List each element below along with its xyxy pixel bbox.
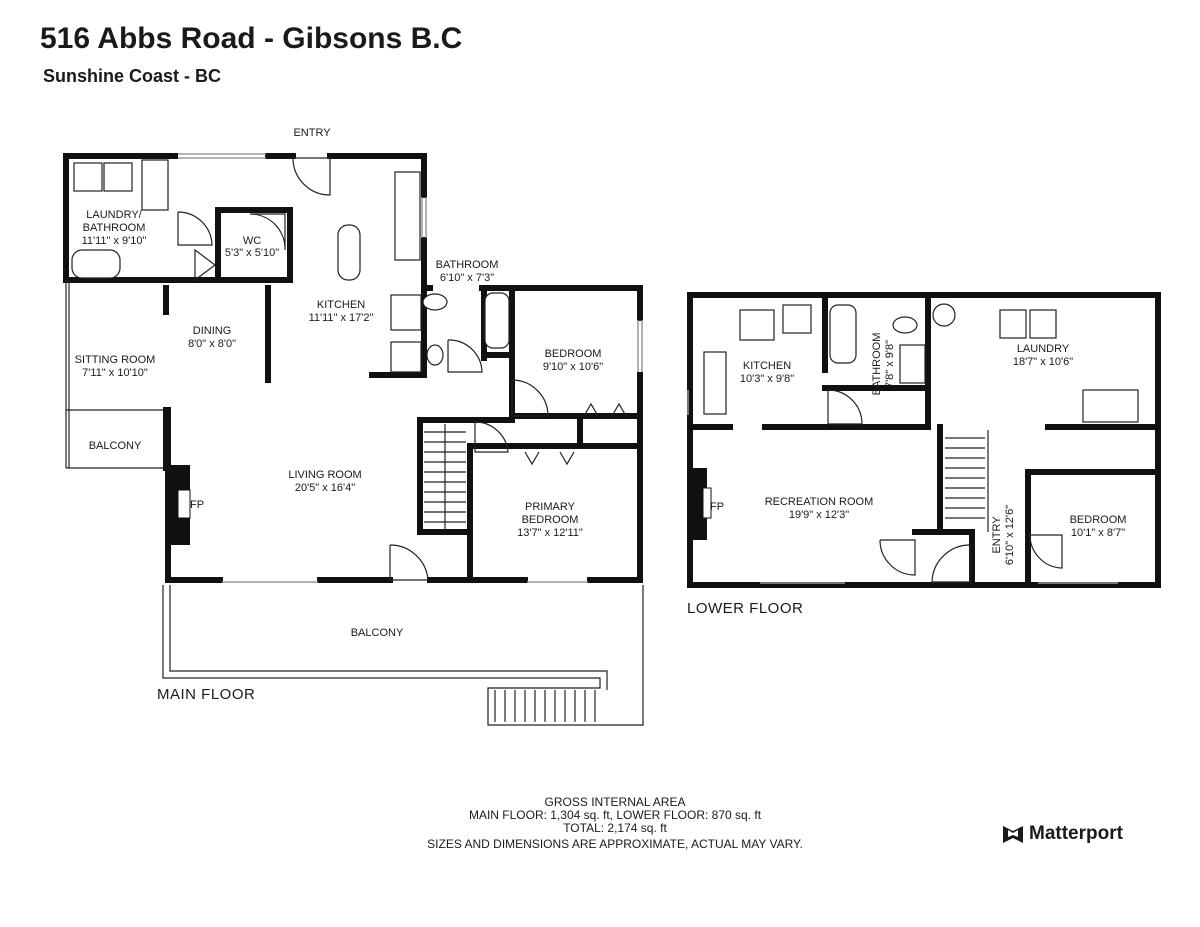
room-size-bedroom: 9'10" x 10'6"	[543, 361, 603, 373]
room-name-laundry-bathroom-1: LAUNDRY/	[86, 209, 142, 221]
matterport-logo: Matterport	[1002, 823, 1123, 845]
lower-room-size-kitchen: 10'3" x 9'8"	[740, 373, 794, 385]
room-name-balcony-small: BALCONY	[89, 440, 142, 452]
lower-room-size-bathroom: 7'8" x 9'8"	[884, 340, 896, 388]
room-size-sitting-room: 7'11" x 10'10"	[82, 367, 148, 379]
lower-floor-label: LOWER FLOOR	[687, 600, 803, 617]
lower-fireplace-label: FP	[710, 501, 724, 513]
room-name-living-room: LIVING ROOM	[288, 469, 361, 481]
main-entry-label: ENTRY	[293, 127, 331, 139]
room-size-dining: 8'0" x 8'0"	[188, 338, 236, 350]
room-size-laundry-bathroom: 11'11" x 9'10"	[82, 235, 147, 247]
brand-name: Matterport	[1029, 823, 1123, 844]
lower-room-size-recreation: 19'9" x 12'3"	[789, 509, 849, 521]
room-name-primary-bedroom-1: PRIMARY	[525, 501, 576, 513]
room-name-dining: DINING	[193, 325, 232, 337]
disclaimer-text: SIZES AND DIMENSIONS ARE APPROXIMATE, AC…	[427, 837, 803, 851]
room-size-primary-bedroom: 13'7" x 12'11"	[517, 527, 583, 539]
room-name-wc: WC	[243, 235, 261, 247]
lower-room-size-bedroom: 10'1" x 8'7"	[1071, 527, 1125, 539]
area-total-line: TOTAL: 2,174 sq. ft	[563, 821, 667, 835]
room-size-kitchen: 11'11" x 17'2"	[309, 312, 374, 324]
room-size-wc: 5'3" x 5'10"	[225, 247, 279, 259]
page-title: 516 Abbs Road - Gibsons B.C	[40, 22, 463, 55]
area-title: GROSS INTERNAL AREA	[544, 795, 686, 809]
page-subtitle: Sunshine Coast - BC	[43, 66, 222, 86]
lower-room-name-laundry: LAUNDRY	[1017, 343, 1070, 355]
room-size-living-room: 20'5" x 16'4"	[295, 482, 355, 494]
lower-room-name-recreation: RECREATION ROOM	[765, 496, 874, 508]
lower-floor-plan	[687, 292, 1161, 588]
room-name-sitting-room: SITTING ROOM	[75, 354, 156, 366]
room-name-laundry-bathroom-2: BATHROOM	[83, 222, 146, 234]
lower-room-name-bathroom: BATHROOM	[871, 333, 883, 396]
matterport-logo-icon	[1003, 826, 1023, 843]
room-size-bathroom: 6'10" x 7'3"	[440, 272, 494, 284]
lower-room-size-laundry: 18'7" x 10'6"	[1013, 356, 1073, 368]
main-fireplace-label: FP	[190, 499, 204, 511]
room-name-kitchen: KITCHEN	[317, 299, 365, 311]
area-floors-line: MAIN FLOOR: 1,304 sq. ft, LOWER FLOOR: 8…	[468, 808, 762, 822]
room-name-bedroom: BEDROOM	[545, 348, 602, 360]
room-name-primary-bedroom-2: BEDROOM	[522, 514, 579, 526]
main-floor-label: MAIN FLOOR	[157, 686, 255, 703]
lower-room-name-bedroom: BEDROOM	[1070, 514, 1127, 526]
room-name-bathroom: BATHROOM	[436, 259, 499, 271]
lower-room-name-kitchen: KITCHEN	[743, 360, 791, 372]
lower-room-name-entry: ENTRY	[991, 516, 1003, 554]
room-name-balcony-large: BALCONY	[351, 627, 404, 639]
main-floor-plan	[63, 153, 644, 726]
lower-room-size-entry: 6'10" x 12'6"	[1004, 505, 1016, 565]
